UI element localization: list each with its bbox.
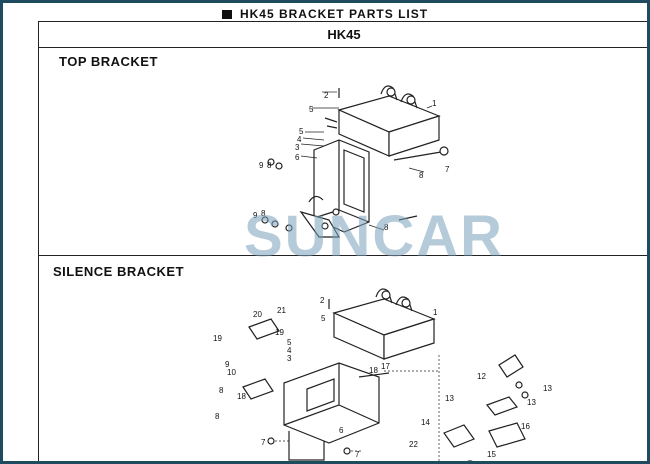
top-callout-7: 6 [295, 153, 300, 162]
top-callout-14: 8 [384, 223, 389, 232]
silence-callout-24: 13 [527, 398, 536, 407]
document-title-text: HK45 BRACKET PARTS LIST [239, 7, 429, 21]
silence-callout-22: 13 [543, 384, 552, 393]
silence-callout-2: 2 [320, 296, 325, 305]
section-divider [39, 255, 647, 256]
silence-callout-18: 8 [215, 412, 220, 421]
silence-callout-5: 21 [277, 306, 286, 315]
top-callout-12: 9 [253, 211, 258, 220]
document-title: HK45 BRACKET PARTS LIST [3, 3, 647, 25]
silence-callout-6: 19 [213, 334, 222, 343]
silence-callout-1: 1 [433, 308, 438, 317]
silence-callout-4: 20 [253, 310, 262, 319]
silence-callout-13: 18 [369, 366, 378, 375]
top-bracket-diagram: 1 2 5 5 4 3 6 9 8 7 8 9 8 8 [253, 85, 450, 238]
top-callout-2: 2 [324, 91, 329, 100]
silence-callout-7: 19 [275, 328, 284, 337]
silence-callout-25: 14 [421, 418, 430, 427]
title-bullet-icon [221, 10, 232, 19]
watermark: SUNCAR [243, 204, 505, 269]
parts-table: HK45 TOP BRACKET SILENCE BRACKET [38, 21, 647, 461]
silence-callout-27: 22 [409, 440, 418, 449]
silence-bracket-diagram: 1 2 5 20 21 19 19 5 4 3 9 10 18 17 18 8 … [213, 288, 552, 461]
silence-callout-21: 12 [477, 372, 486, 381]
top-callout-3: 5 [309, 105, 314, 114]
top-callout-6: 3 [295, 143, 300, 152]
section-top-bracket: TOP BRACKET [59, 54, 158, 69]
top-callout-1: 1 [432, 99, 437, 108]
silence-callout-3: 5 [321, 314, 326, 323]
section-silence-bracket: SILENCE BRACKET [53, 264, 185, 279]
top-callout-5: 4 [297, 135, 302, 144]
top-callout-10: 7 [445, 165, 450, 174]
model-header: HK45 [39, 22, 647, 48]
top-callout-13: 8 [261, 209, 266, 218]
document-page: HK45 BRACKET PARTS LIST HK45 TOP BRACKET… [3, 3, 647, 461]
silence-callout-16: 8 [219, 386, 224, 395]
silence-callout-23: 13 [445, 394, 454, 403]
silence-callout-8: 5 [287, 338, 292, 347]
silence-callout-15: 18 [237, 392, 246, 401]
silence-callout-9: 4 [287, 346, 292, 355]
silence-callout-14: 17 [381, 362, 390, 371]
silence-callout-10: 3 [287, 354, 292, 363]
silence-callout-28: 15 [487, 450, 496, 459]
silence-callout-17: 7 [261, 438, 266, 447]
top-callout-9: 8 [267, 161, 272, 170]
silence-callout-20: 7 [355, 450, 360, 459]
top-callout-8: 9 [259, 161, 264, 170]
silence-callout-19: 6 [339, 426, 344, 435]
silence-callout-12: 10 [227, 368, 236, 377]
top-callout-11: 8 [419, 171, 424, 180]
silence-callout-26: 16 [521, 422, 530, 431]
top-callout-4: 5 [299, 127, 304, 136]
silence-callout-11: 9 [225, 360, 230, 369]
